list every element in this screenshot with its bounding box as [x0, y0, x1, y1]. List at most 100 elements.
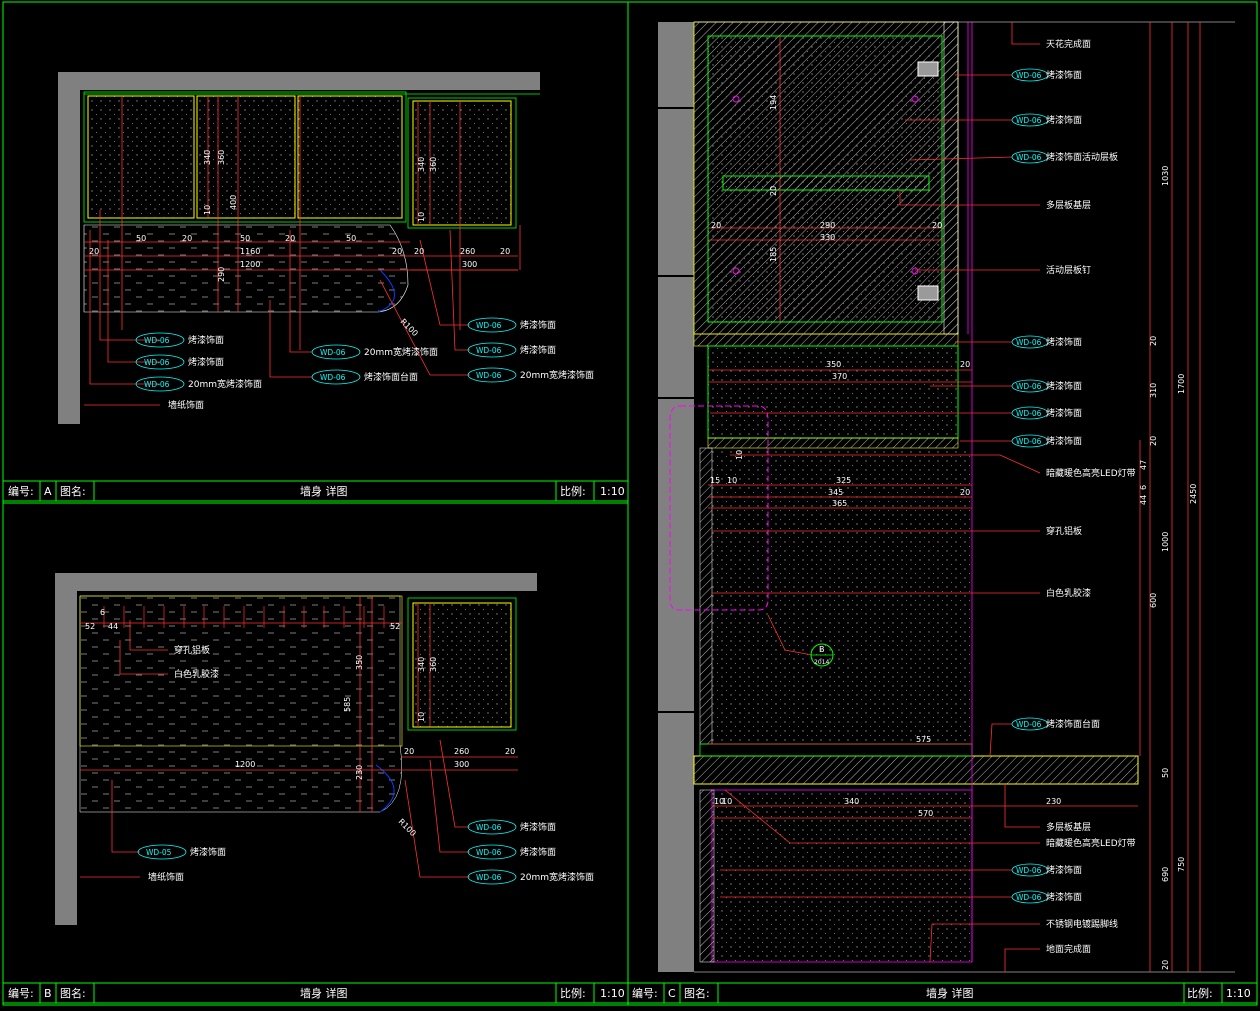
a-callout-text-4: 墙纸饰面 [168, 399, 204, 411]
c-dim-20-c: 20 [932, 221, 942, 230]
a-dim-360-2: 360 [429, 157, 438, 172]
b-callout-text-6: 烤漆饰面 [520, 846, 556, 858]
c-dim-325: 325 [836, 476, 851, 485]
c-dim-20-b: 20 [711, 221, 721, 230]
a-dim-360-1: 360 [217, 150, 226, 165]
c-dim-10-a: 10 [735, 450, 744, 460]
a-name-label: 图名: [60, 484, 86, 498]
b-callout-tag-6: WD-06 [476, 848, 502, 857]
c-dim-310: 310 [1149, 383, 1158, 398]
panel-b-title-bar: 编号: B 图名: 墙身 详图 比例: 1:10 [2, 982, 629, 1004]
a-dim-10-2: 10 [417, 212, 426, 222]
a-callout-text-2: 烤漆饰面 [188, 356, 224, 368]
panel-c-section-detail: B 2014 194 20 185 20 290 20 330 350 20 3… [627, 21, 1258, 1004]
c-name-label: 图名: [684, 986, 710, 1000]
b-dim-10: 10 [417, 712, 426, 722]
b-dim-1200: 1200 [235, 760, 255, 769]
c-callout-text-18: 烤漆饰面 [1046, 891, 1082, 903]
c-scale-label: 比例: [1187, 986, 1213, 1000]
c-dim-340: 340 [844, 797, 859, 806]
c-num: C [668, 987, 676, 1000]
c-dim-1700: 1700 [1177, 374, 1186, 394]
c-callout-text-14: 烤漆饰面台面 [1046, 718, 1100, 730]
panel-b-wall-detail: 52 6 44 52 1200 20 260 20 300 340 360 58… [2, 573, 629, 1004]
a-callout-tag-1: WD-06 [144, 336, 170, 345]
a-num-label: 编号: [8, 484, 34, 498]
b-callout-text-2: 白色乳胶漆 [174, 668, 219, 680]
a-callout-tag-7: WD-06 [476, 321, 502, 330]
panel-a-wall-detail: 50 20 50 20 50 1160 20 20 260 20 20 1200… [2, 72, 629, 502]
b-name: 墙身 详图 [300, 986, 348, 1000]
c-callout-text-7: 烤漆饰面 [1046, 336, 1082, 348]
b-dim-20-right: 20 [505, 747, 515, 756]
panel-c-wall [658, 22, 694, 972]
a-callout-text-1: 烤漆饰面 [188, 334, 224, 346]
c-dim-1000: 1000 [1161, 532, 1170, 552]
detail-ref-id: B [819, 645, 825, 654]
a-callout-text-8: 烤漆饰面 [520, 344, 556, 356]
a-dim-260: 260 [460, 247, 475, 256]
a-dim-50-3: 50 [346, 234, 356, 243]
c-callout-tag-10: WD-06 [1016, 437, 1042, 446]
c-dim-345: 345 [828, 488, 843, 497]
b-dim-260: 260 [454, 747, 469, 756]
a-dim-340-1: 340 [203, 150, 212, 165]
panel-b-ceiling-wall [55, 573, 537, 591]
c-callout-text-6: 活动层板钉 [1046, 264, 1091, 276]
a-dim-20-5: 20 [414, 247, 424, 256]
b-dim-44: 44 [108, 622, 118, 631]
c-dim-2450: 2450 [1189, 484, 1198, 504]
c-dim-600: 600 [1149, 593, 1158, 608]
b-callout-text-3: 烤漆饰面 [190, 846, 226, 858]
b-dim-585: 585 [343, 697, 352, 712]
c-callout-tag-8: WD-06 [1016, 382, 1042, 391]
c-callout-text-2: 烤漆饰面 [1046, 69, 1082, 81]
panel-a-title-bar: 编号: A 图名: 墙身 详图 比例: 1:10 [2, 480, 629, 502]
c-dim-44: 44 [1139, 495, 1148, 505]
c-dim-575: 575 [916, 735, 931, 744]
c-dim-15: 15 [710, 476, 720, 485]
a-callout-tag-3: WD-06 [144, 380, 170, 389]
c-dim-20-g: 20 [1149, 436, 1158, 446]
a-dim-50-1: 50 [136, 234, 146, 243]
b-callout-tag-7: WD-06 [476, 873, 502, 882]
c-callout-text-12: 穿孔铝板 [1046, 525, 1082, 537]
a-scale-label: 比例: [560, 484, 586, 498]
c-callout-text-19: 不锈钢电镀踢脚线 [1046, 918, 1118, 930]
b-callout-tag-3: WD-05 [146, 848, 172, 857]
a-dim-50-2: 50 [240, 234, 250, 243]
a-callout-tag-2: WD-06 [144, 358, 170, 367]
a-dim-10-1: 10 [203, 205, 212, 215]
panel-a-side-wall [58, 72, 80, 424]
c-name: 墙身 详图 [926, 986, 974, 1000]
b-callout-text-1: 穿孔铝板 [174, 644, 210, 656]
c-callout-text-15: 多层板基层 [1046, 821, 1091, 833]
a-scale: 1:10 [600, 485, 625, 498]
b-dim-350: 350 [355, 655, 364, 670]
c-callout-tag-7: WD-06 [1016, 338, 1042, 347]
panel-a-ceiling-wall [58, 72, 540, 90]
a-callout-tag-8: WD-06 [476, 346, 502, 355]
c-callout-text-13: 白色乳胶漆 [1046, 587, 1091, 599]
c-callout-text-8: 烤漆饰面 [1046, 380, 1082, 392]
c-dim-6: 6 [1139, 485, 1148, 490]
a-name: 墙身 详图 [300, 484, 348, 498]
c-callout-tag-4: WD-06 [1016, 153, 1042, 162]
c-dim-194: 194 [769, 95, 778, 110]
c-dim-185: 185 [769, 247, 778, 262]
b-dim-6: 6 [100, 608, 105, 617]
panel-c-title-bar: 编号: C 图名: 墙身 详图 比例: 1:10 [627, 982, 1258, 1004]
c-callout-text-9: 烤漆饰面 [1046, 407, 1082, 419]
c-callout-tag-17: WD-06 [1016, 866, 1042, 875]
b-dim-r100: R100 [397, 817, 418, 838]
c-dim-20-d: 20 [960, 360, 970, 369]
c-dim-370: 370 [832, 372, 847, 381]
c-callout-text-1: 天花完成面 [1046, 38, 1091, 50]
b-callout-text-5: 烤漆饰面 [520, 821, 556, 833]
a-dim-290: 290 [217, 267, 226, 282]
